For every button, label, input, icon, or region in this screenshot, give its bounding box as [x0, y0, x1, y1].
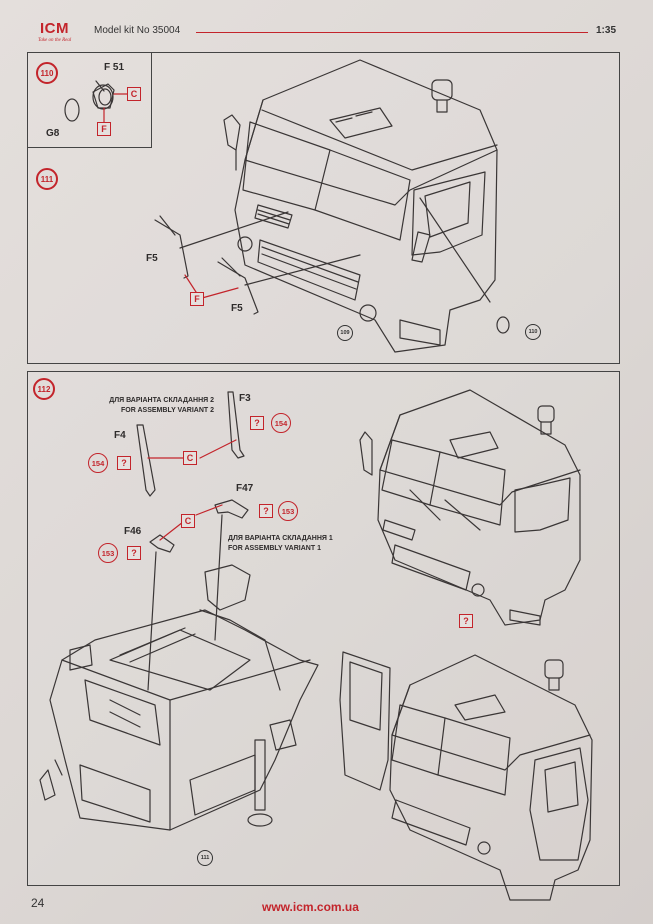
step-panel-110-111: [27, 52, 620, 364]
step-ref-109: 109: [337, 325, 353, 341]
part-g8-label: G8: [46, 128, 60, 139]
sprue-f-badge: F: [190, 292, 204, 306]
wiper-parts-step-112: [136, 391, 249, 691]
step-ref-154: 154: [271, 413, 291, 433]
part-f51-label: F 51: [104, 62, 125, 73]
sprue-c-badge: C: [183, 451, 197, 465]
unknown-sprue-badge: ?: [117, 456, 131, 470]
part-f46-label: F46: [124, 526, 142, 537]
kit-title: Model kit No 35004: [94, 25, 181, 36]
header-rule: [196, 32, 588, 33]
part-f47-label: F47: [236, 483, 254, 494]
page-number: 24: [31, 896, 45, 910]
step-ref-154: 154: [88, 453, 108, 473]
step-110-inset: [27, 52, 152, 148]
variant-1-note-en: FOR ASSEMBLY VARIANT 1: [228, 545, 321, 552]
icm-logo: ICM Take on the Real: [34, 18, 88, 48]
part-f4-label: F4: [114, 430, 126, 441]
unknown-sprue-badge: ?: [250, 416, 264, 430]
step-ref-110: 110: [525, 324, 541, 340]
step-number-110: 110: [36, 62, 58, 84]
cab-doors-open-drawing: [339, 651, 593, 901]
step-ref-153: 153: [278, 501, 298, 521]
footer-website-link[interactable]: www.icm.com.ua: [262, 900, 359, 914]
cab-drawing-step-111: [154, 59, 510, 353]
sprue-f-badge: F: [97, 122, 111, 136]
part-f5-label: F5: [231, 303, 243, 314]
variant-2-note-en: FOR ASSEMBLY VARIANT 2: [121, 407, 214, 414]
variant-2-note-ua: ДЛЯ ВАРІАНТА СКЛАДАННЯ 2: [109, 397, 214, 404]
headlight-drawing: [64, 80, 128, 123]
part-f5-label: F5: [146, 253, 158, 264]
step-number-112: 112: [33, 378, 55, 400]
open-cab-drawing: [39, 564, 319, 831]
step-ref-153: 153: [98, 543, 118, 563]
unknown-sprue-badge: ?: [259, 504, 273, 518]
logo-tagline: Take on the Real: [38, 38, 72, 43]
unknown-sprue-badge: ?: [127, 546, 141, 560]
part-f3-label: F3: [239, 393, 251, 404]
step-ref-111: 111: [197, 850, 213, 866]
scale-label: 1:35: [596, 25, 617, 36]
logo-text: ICM: [40, 20, 69, 37]
sprue-c-badge: C: [181, 514, 195, 528]
cab-closed-drawing-right: [359, 389, 581, 626]
step-number-111: 111: [36, 168, 58, 190]
unknown-sprue-badge: ?: [459, 614, 473, 628]
sprue-c-badge: C: [127, 87, 141, 101]
variant-1-note-ua: ДЛЯ ВАРІАНТА СКЛАДАННЯ 1: [228, 535, 333, 542]
